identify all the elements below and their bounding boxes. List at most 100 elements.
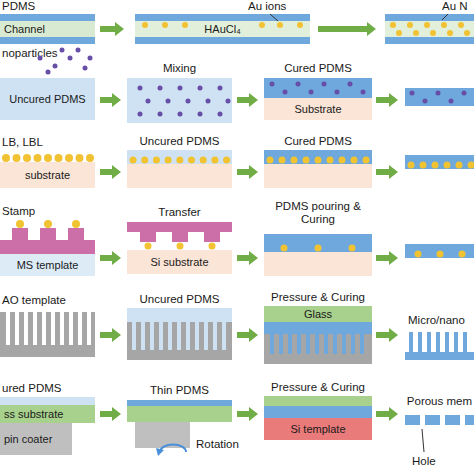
pillar bbox=[409, 332, 413, 352]
nanoparticle bbox=[178, 112, 183, 117]
channel-layer bbox=[385, 21, 474, 37]
leader-line bbox=[442, 14, 448, 20]
process-arrow bbox=[318, 22, 376, 36]
nanoparticle bbox=[153, 157, 160, 164]
step-label: Hole bbox=[412, 455, 436, 468]
nanoparticle bbox=[327, 157, 334, 164]
pore bbox=[33, 312, 37, 345]
nanoparticle bbox=[309, 90, 314, 95]
nanoparticle bbox=[363, 157, 370, 164]
nanoparticle bbox=[16, 220, 24, 228]
layer-band: HAuCl₄ bbox=[135, 21, 310, 37]
pore bbox=[204, 322, 208, 350]
glass-substrate bbox=[127, 406, 232, 422]
nanoparticle bbox=[2, 154, 10, 162]
pore bbox=[87, 312, 91, 345]
nanoparticle bbox=[142, 22, 148, 28]
arrow-head bbox=[156, 448, 164, 456]
nanoparticle bbox=[86, 154, 94, 162]
process-arrow bbox=[376, 328, 398, 342]
nanoparticle bbox=[226, 99, 231, 104]
pillar bbox=[463, 332, 467, 352]
layer-band: MS template bbox=[0, 254, 95, 276]
nanoparticle bbox=[449, 99, 454, 104]
substrate-layer bbox=[127, 164, 232, 188]
pore bbox=[315, 334, 319, 354]
nanoparticle bbox=[270, 82, 275, 87]
pore bbox=[159, 322, 163, 350]
nanoparticle bbox=[447, 30, 453, 36]
process-arrow bbox=[376, 407, 398, 421]
nanoparticle bbox=[211, 157, 218, 164]
step-label: PDMS bbox=[2, 0, 35, 13]
nanoparticle bbox=[423, 99, 428, 104]
cured-pdms bbox=[264, 234, 372, 252]
stamp bbox=[0, 240, 95, 254]
pdms-layer bbox=[135, 14, 310, 21]
nanoparticle bbox=[218, 86, 223, 91]
nanoparticle bbox=[464, 30, 470, 36]
nanoparticle bbox=[361, 90, 366, 95]
cured-pdms bbox=[405, 88, 474, 106]
layer-label: Channel bbox=[4, 23, 45, 35]
nanoparticle bbox=[420, 162, 427, 169]
process-arrow bbox=[237, 251, 258, 265]
nanoparticle bbox=[65, 154, 73, 162]
nanoparticle bbox=[279, 157, 286, 164]
nanoparticle bbox=[458, 22, 464, 28]
step-label: Stamp bbox=[2, 205, 35, 218]
layer-label: Glass bbox=[304, 308, 332, 320]
cured-pdms bbox=[405, 244, 474, 258]
step-label: ured PDMS bbox=[2, 382, 61, 395]
stamp-bump bbox=[204, 232, 220, 242]
step-label: Au ions bbox=[248, 0, 286, 13]
nanoparticle bbox=[53, 64, 58, 69]
substrate-layer bbox=[264, 252, 372, 276]
step-label: Micro/nano bbox=[408, 314, 465, 327]
nanoparticle bbox=[72, 220, 80, 228]
nanoparticle bbox=[223, 157, 230, 164]
nanoparticle bbox=[44, 154, 52, 162]
pore bbox=[222, 322, 226, 350]
nanoparticle bbox=[176, 157, 183, 164]
cured-pdms bbox=[264, 150, 372, 164]
nanoparticle bbox=[432, 162, 439, 169]
nanoparticle bbox=[315, 245, 322, 252]
step-label: Uncured PDMS bbox=[125, 135, 235, 148]
process-arrow bbox=[100, 407, 121, 421]
pore bbox=[360, 334, 364, 354]
nanoparticle bbox=[396, 30, 402, 36]
layer-band: Channel bbox=[0, 21, 95, 37]
process-arrow bbox=[100, 251, 121, 265]
pore bbox=[195, 322, 199, 350]
pore bbox=[168, 322, 172, 350]
nanoparticle bbox=[188, 157, 195, 164]
pore bbox=[324, 334, 328, 354]
nanoparticle bbox=[424, 22, 430, 28]
nanoparticle bbox=[267, 157, 274, 164]
step-label: Transfer bbox=[125, 206, 235, 219]
nanoparticle bbox=[430, 30, 436, 36]
layer-band: Uncured PDMS bbox=[0, 78, 95, 120]
process-arrow bbox=[237, 165, 258, 179]
pore bbox=[24, 312, 28, 345]
layer-label: Si substrate bbox=[150, 256, 208, 268]
pdms-layer bbox=[135, 37, 310, 44]
aao-template bbox=[264, 334, 372, 364]
layer-label: Substrate bbox=[294, 103, 341, 115]
layer-band: Si template bbox=[264, 418, 372, 440]
step-label: PDMS pouring & Curing bbox=[258, 200, 378, 226]
step-label: AO template bbox=[2, 294, 66, 307]
cured-pdms bbox=[405, 155, 474, 169]
process-arrow bbox=[237, 328, 258, 342]
spin-coater bbox=[135, 422, 190, 448]
substrate-layer bbox=[264, 164, 372, 188]
layer-band: Substrate bbox=[264, 98, 372, 120]
nanoparticle bbox=[437, 251, 444, 258]
nanoparticle bbox=[281, 245, 288, 252]
nanoparticle bbox=[209, 243, 216, 250]
mixed-pdms bbox=[127, 78, 232, 123]
nanoparticle bbox=[468, 162, 474, 169]
pore bbox=[288, 334, 292, 354]
